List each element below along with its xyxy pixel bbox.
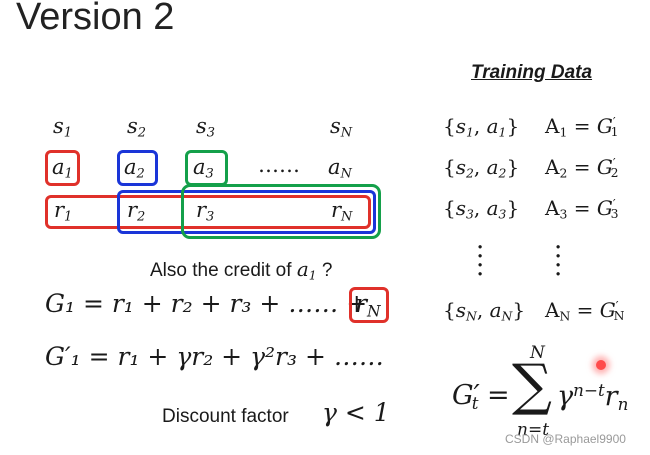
- discount-label: Discount factor: [162, 406, 289, 427]
- gt-rhs: γn−trn: [557, 380, 629, 414]
- reward-box-blue: [117, 190, 376, 234]
- training-pair-3: {s3, a3}: [443, 196, 520, 222]
- training-data-heading: Training Data: [471, 62, 593, 83]
- g1-prime-equation: G′₁ = r₁ + γr₂ + γ²r₃ + ……: [45, 342, 384, 371]
- training-pair-n: {sN, aN}: [443, 298, 526, 324]
- action-ellipsis: ……: [258, 153, 300, 177]
- action-an: aN: [328, 155, 352, 182]
- discount-inequality: γ < 1: [322, 398, 390, 427]
- slide-title: Version 2: [16, 0, 175, 38]
- training-target-2: A2 = G′2: [545, 155, 619, 181]
- reward-r3: r3: [196, 198, 215, 225]
- state-s1: s1: [53, 114, 73, 141]
- training-target-n: AN = G′N: [545, 298, 625, 324]
- state-s3: s3: [196, 114, 216, 141]
- watermark: CSDN @Raphael9900: [505, 432, 626, 446]
- action-a1-box: [45, 150, 80, 186]
- vertical-dots-left: ····: [476, 233, 485, 290]
- laser-pointer-dot: [596, 360, 606, 370]
- rn-highlight-box: [349, 287, 389, 323]
- g1-equation: G₁ = r₁ + r₂ + r₃ + …… +: [45, 289, 368, 318]
- state-s2: s2: [127, 114, 147, 141]
- reward-box-red: [45, 195, 371, 229]
- reward-box-green: [181, 184, 381, 239]
- credit-question: Also the credit of a1 ?: [150, 257, 333, 283]
- reward-rn: rN: [331, 198, 353, 225]
- action-a1: a1: [52, 155, 73, 182]
- state-sn: sN: [330, 114, 353, 141]
- action-a3: a3: [193, 155, 214, 182]
- sum-upper-limit: N: [530, 343, 545, 363]
- training-target-1: A1 = G′1: [545, 114, 619, 140]
- reward-r1: r1: [54, 198, 73, 225]
- g1-last-term: rN: [355, 289, 381, 321]
- sum-symbol: ∑: [512, 353, 552, 418]
- training-target-3: A3 = G′3: [545, 196, 619, 222]
- reward-r2: r2: [127, 198, 146, 225]
- training-pair-2: {s2, a2}: [443, 155, 520, 181]
- sum-lower-limit: n=t: [517, 420, 550, 440]
- gt-lhs: G′t =: [452, 380, 510, 413]
- action-a2-box: [117, 150, 158, 186]
- action-a2: a2: [124, 155, 145, 182]
- vertical-dots-right: ····: [554, 233, 563, 290]
- training-pair-1: {s1, a1}: [443, 114, 520, 140]
